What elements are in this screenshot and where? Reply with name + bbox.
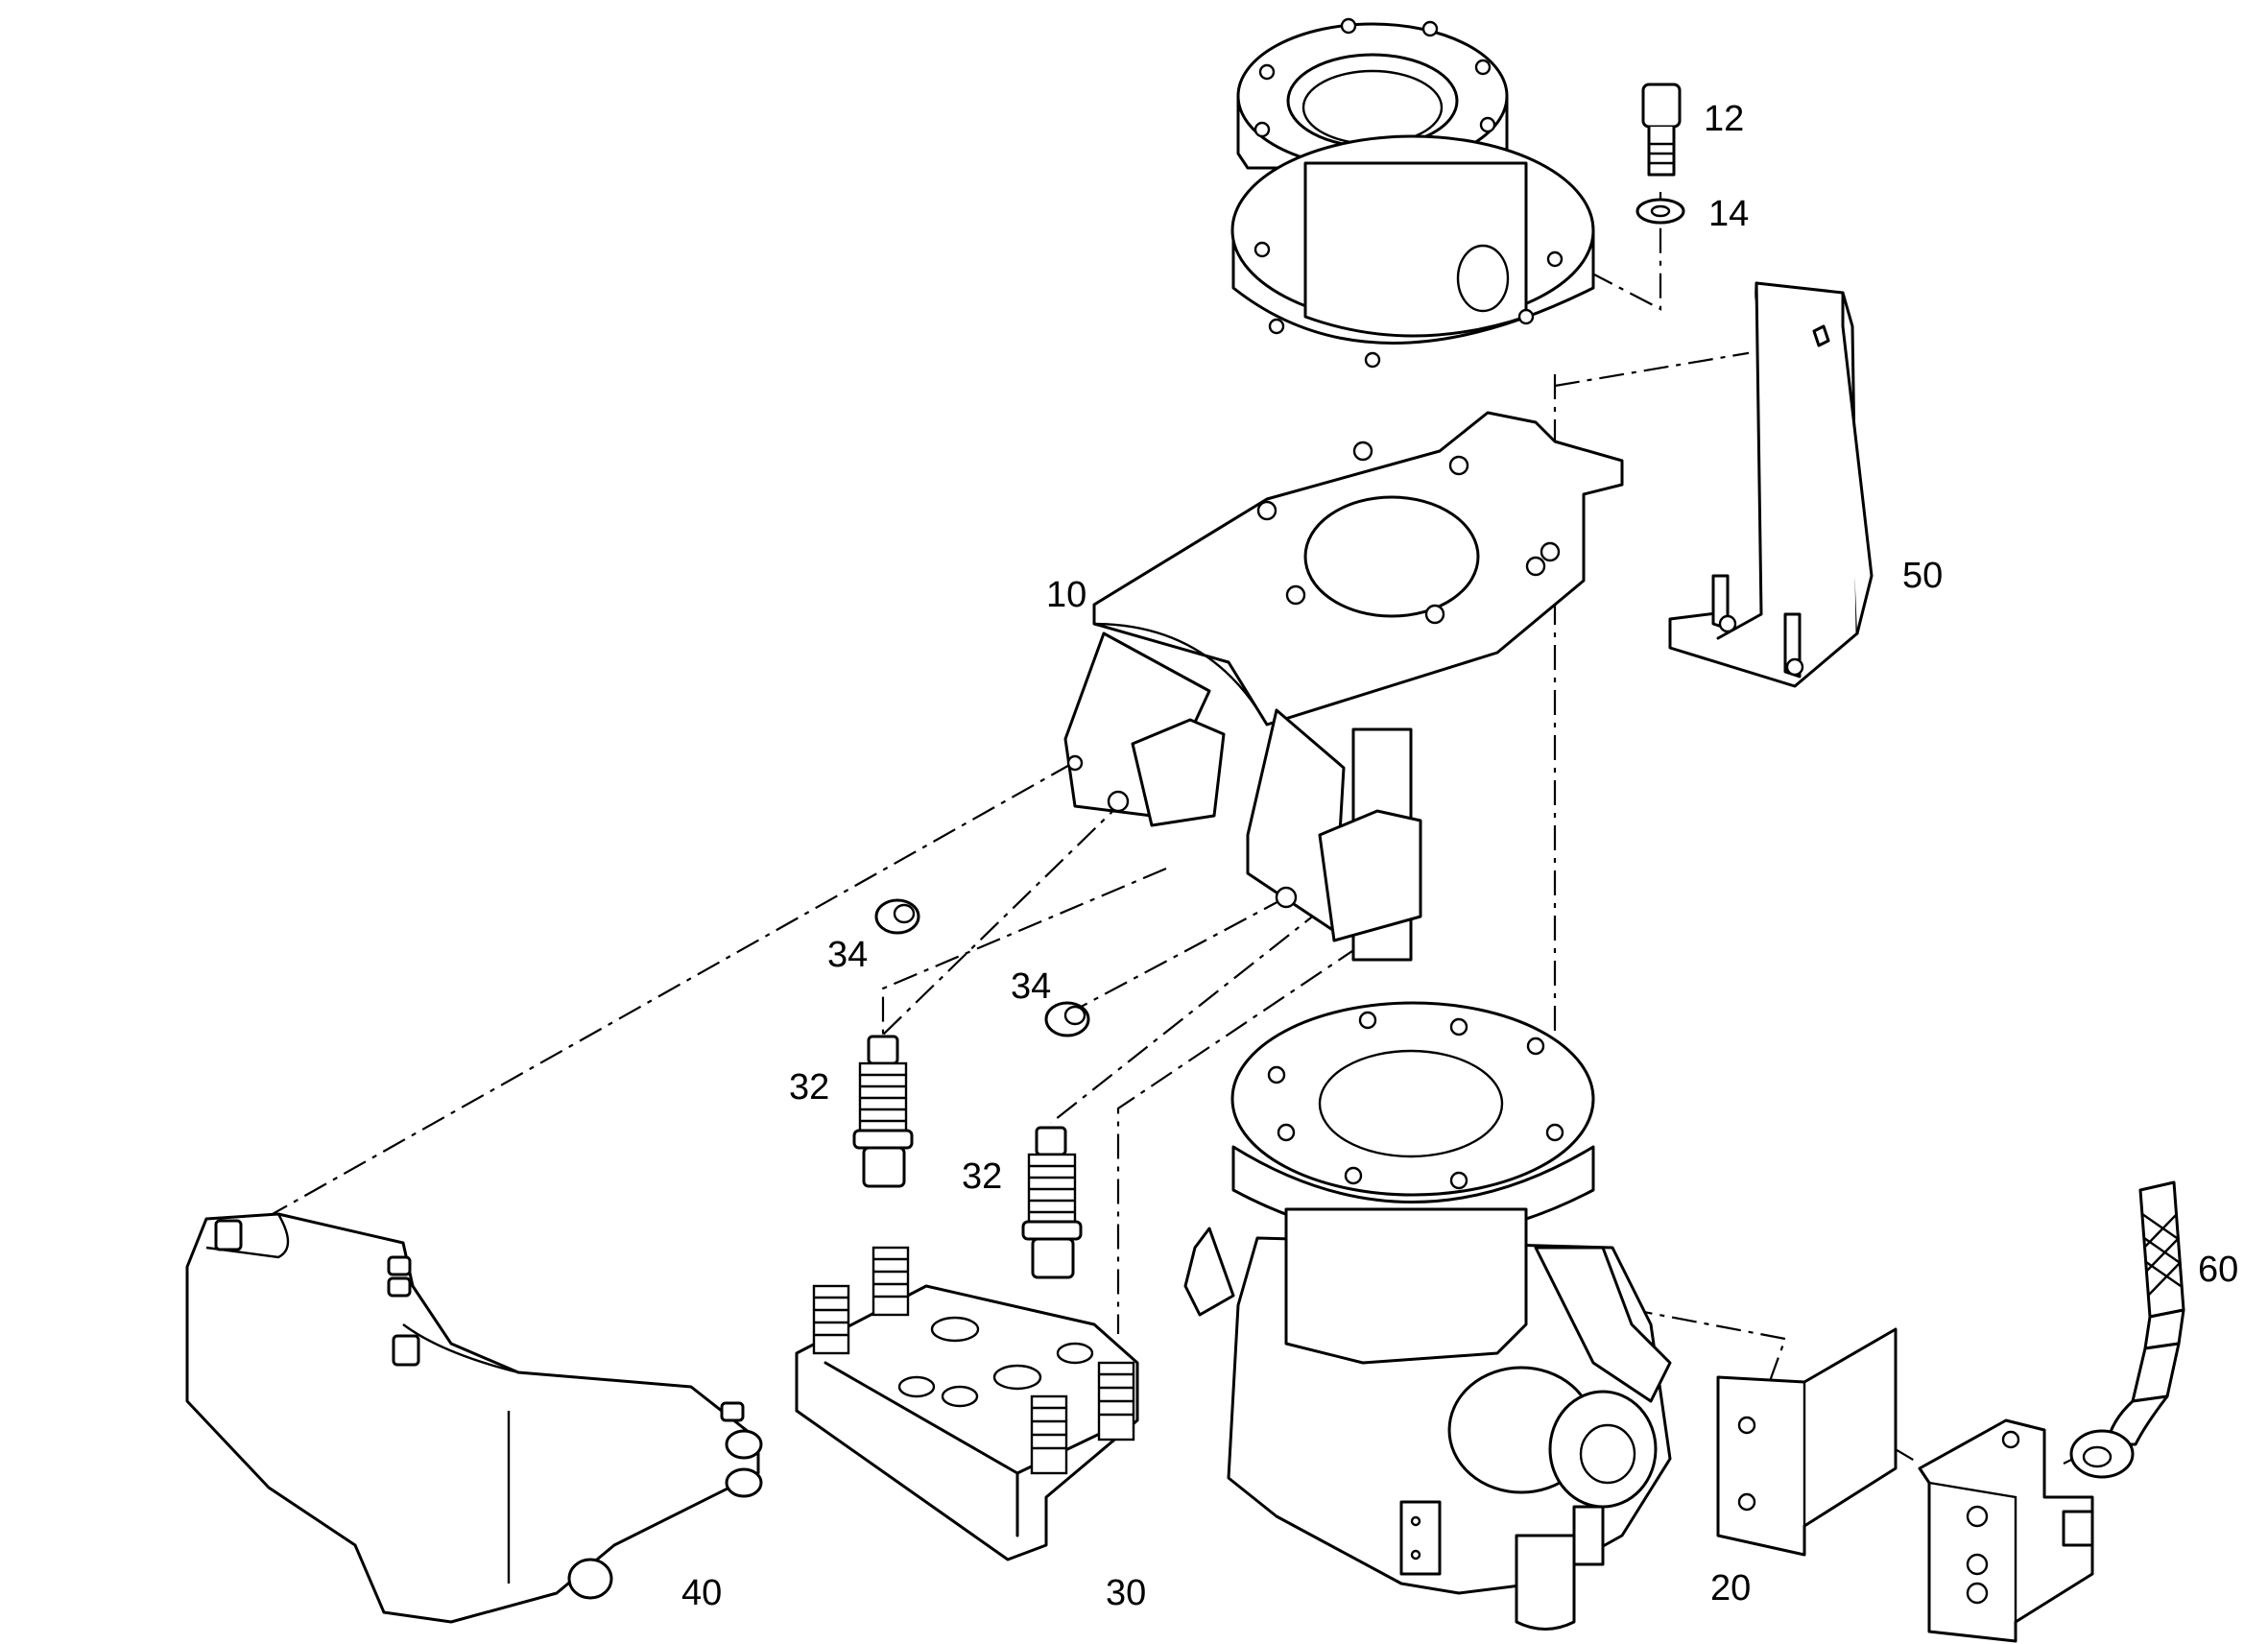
cartridge-valve-32-left bbox=[852, 1035, 914, 1188]
solenoid-valve-block bbox=[1918, 1418, 2094, 1643]
callout-34-lower: 34 bbox=[1011, 966, 1051, 1007]
callout-60: 60 bbox=[2198, 1250, 2238, 1290]
callout-50: 50 bbox=[1902, 556, 1943, 596]
callout-labels: 10 12 14 50 34 34 32 32 60 40 30 20 bbox=[681, 99, 2238, 1613]
callout-10: 10 bbox=[1046, 575, 1086, 615]
callout-34-upper: 34 bbox=[827, 935, 868, 975]
pump-housing bbox=[1183, 1001, 1672, 1631]
cartridge-valve-32-right bbox=[1021, 1126, 1083, 1279]
hose-60 bbox=[2069, 1180, 2185, 1479]
valve-block-30 bbox=[795, 1246, 1139, 1561]
callout-20: 20 bbox=[1710, 1568, 1751, 1608]
guard-cover-40 bbox=[185, 1212, 763, 1624]
yoke-bracket-10 bbox=[1063, 411, 1624, 962]
callout-30: 30 bbox=[1106, 1573, 1146, 1613]
callout-32-right: 32 bbox=[962, 1156, 1002, 1197]
mounting-bracket-50 bbox=[1668, 281, 1874, 688]
plug-34-upper bbox=[874, 898, 920, 935]
plug-34-lower bbox=[1044, 1001, 1090, 1037]
callout-12: 12 bbox=[1704, 99, 1744, 139]
callout-32-left: 32 bbox=[789, 1067, 829, 1108]
callout-14: 14 bbox=[1708, 194, 1749, 234]
bolt-12 bbox=[1641, 83, 1682, 177]
top-flange-ring bbox=[1230, 17, 1595, 369]
washer-14 bbox=[1635, 198, 1685, 225]
callout-40: 40 bbox=[681, 1573, 722, 1613]
angle-bracket-20 bbox=[1716, 1327, 1898, 1557]
